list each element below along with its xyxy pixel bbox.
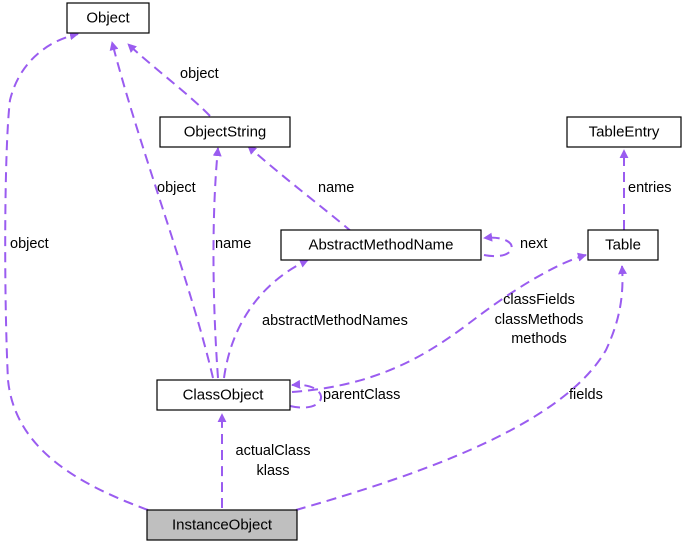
edge-objectstring-to-object xyxy=(127,43,211,117)
label-fields: fields xyxy=(569,387,603,403)
label-klass: klass xyxy=(256,463,289,479)
node-table[interactable]: Table xyxy=(587,229,659,261)
edge-instanceobject-to-object xyxy=(4,31,149,511)
edges xyxy=(4,31,629,511)
label-parent-class: parentClass xyxy=(323,387,400,403)
label-class-fields: classFields xyxy=(503,292,575,308)
node-object-string[interactable]: ObjectString xyxy=(159,116,291,148)
edge-classobject-to-object xyxy=(109,41,214,379)
node-object-label: Object xyxy=(86,10,130,27)
node-table-label: Table xyxy=(605,237,641,254)
edge-labels: object object object name name entries n… xyxy=(10,66,672,479)
edge-classobject-to-table xyxy=(291,252,587,393)
edge-classobject-to-amn xyxy=(223,259,309,379)
label-amn-name: name xyxy=(318,180,354,196)
node-instance-object[interactable]: InstanceObject xyxy=(146,509,298,541)
edge-amn-self-next xyxy=(483,232,513,258)
node-class-object[interactable]: ClassObject xyxy=(156,379,291,411)
label-amn-next: next xyxy=(520,236,547,252)
label-instanceobject-object: object xyxy=(10,236,49,252)
label-table-entries: entries xyxy=(628,180,672,196)
edge-amn-to-objectstring xyxy=(247,145,353,233)
node-instance-object-label: InstanceObject xyxy=(172,517,273,534)
edge-instanceobject-to-table xyxy=(295,265,628,511)
edge-classobject-to-objectstring xyxy=(212,147,222,379)
node-table-entry[interactable]: TableEntry xyxy=(566,116,682,148)
node-class-object-label: ClassObject xyxy=(183,387,265,404)
label-class-methods: classMethods xyxy=(495,312,584,328)
label-abstract-method-names: abstractMethodNames xyxy=(262,313,408,329)
label-methods: methods xyxy=(511,331,567,347)
node-abstract-method-name-label: AbstractMethodName xyxy=(308,237,453,254)
node-table-entry-label: TableEntry xyxy=(589,124,660,141)
label-classobject-name: name xyxy=(215,236,251,252)
label-actual-class: actualClass xyxy=(236,443,311,459)
edge-classobject-self-parentclass xyxy=(289,379,322,409)
label-classobject-object: object xyxy=(157,180,196,196)
node-object[interactable]: Object xyxy=(66,2,150,34)
node-object-string-label: ObjectString xyxy=(184,124,267,141)
node-abstract-method-name[interactable]: AbstractMethodName xyxy=(280,229,482,261)
label-objectstring-object: object xyxy=(180,66,219,82)
